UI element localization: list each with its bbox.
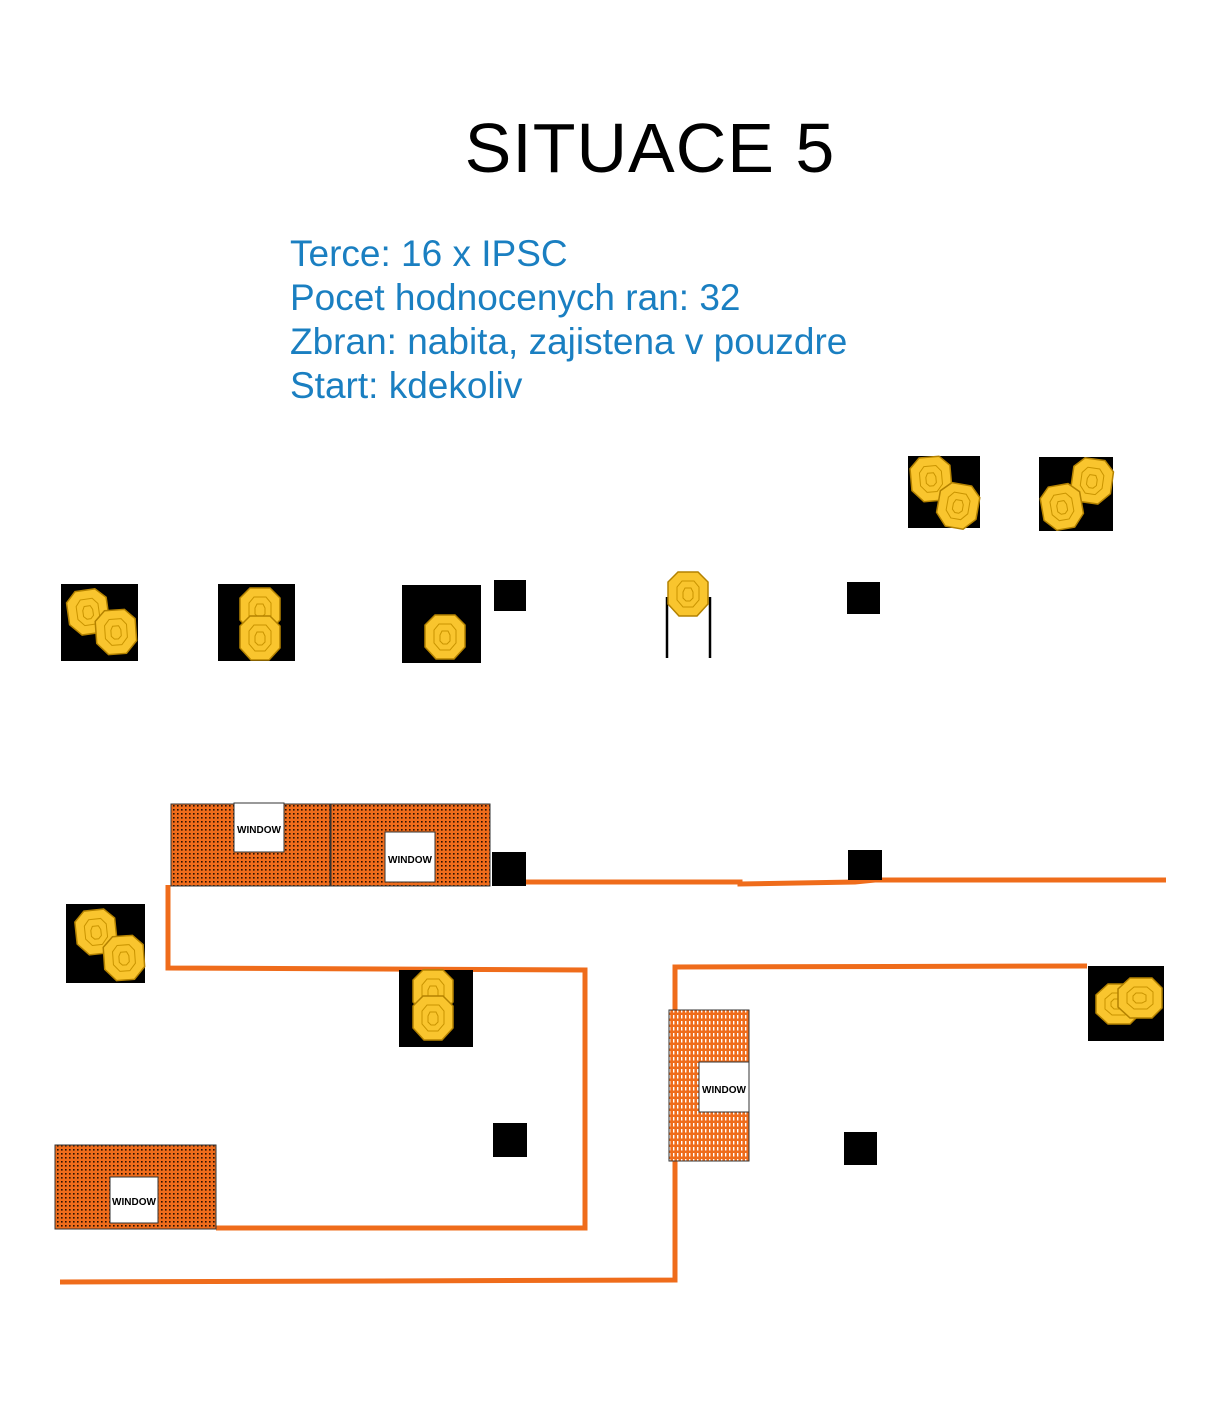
page-title: SITUACE 5 [464,109,836,187]
window-label: WINDOW [702,1085,746,1096]
target-group-1 [61,584,139,661]
target-on-stand [665,571,712,658]
upper-wall [524,877,1166,887]
window-label: WINDOW [388,855,432,866]
wall-with-window-3: WINDOW [54,1144,217,1230]
target-group-6 [66,904,147,983]
briefing-round-count: Pocet hodnocenych ran: 32 [290,277,741,318]
target-group-3 [402,585,481,663]
wall-with-window-4: WINDOW [668,1009,750,1162]
window-label: WINDOW [237,825,281,836]
fault-lines [59,877,1166,1285]
marker [844,1132,877,1165]
target-group-2 [218,584,295,661]
window-label: WINDOW [112,1197,156,1208]
marker [848,850,882,880]
left-corridor-wall [165,885,588,1231]
right-corridor-wall [59,963,1088,1285]
wall-with-window-1: WINDOW [170,802,331,887]
stage-briefing: Terce: 16 x IPSC Pocet hodnocenych ran: … [290,232,847,408]
markers [492,580,882,1165]
marker [492,852,526,886]
briefing-start: Start: kdekoliv [290,365,523,406]
target-group-7 [399,969,473,1047]
marker [494,580,526,611]
marker [847,582,880,614]
briefing-targets: Terce: 16 x IPSC [290,233,568,274]
briefing-weapon-state: Zbran: nabita, zajistena v pouzdre [290,321,848,362]
marker [493,1123,527,1157]
wall-with-window-2: WINDOW [330,803,491,887]
target-group-8 [1088,966,1164,1041]
target-group-4 [908,454,983,532]
target-group-5 [1037,455,1116,533]
